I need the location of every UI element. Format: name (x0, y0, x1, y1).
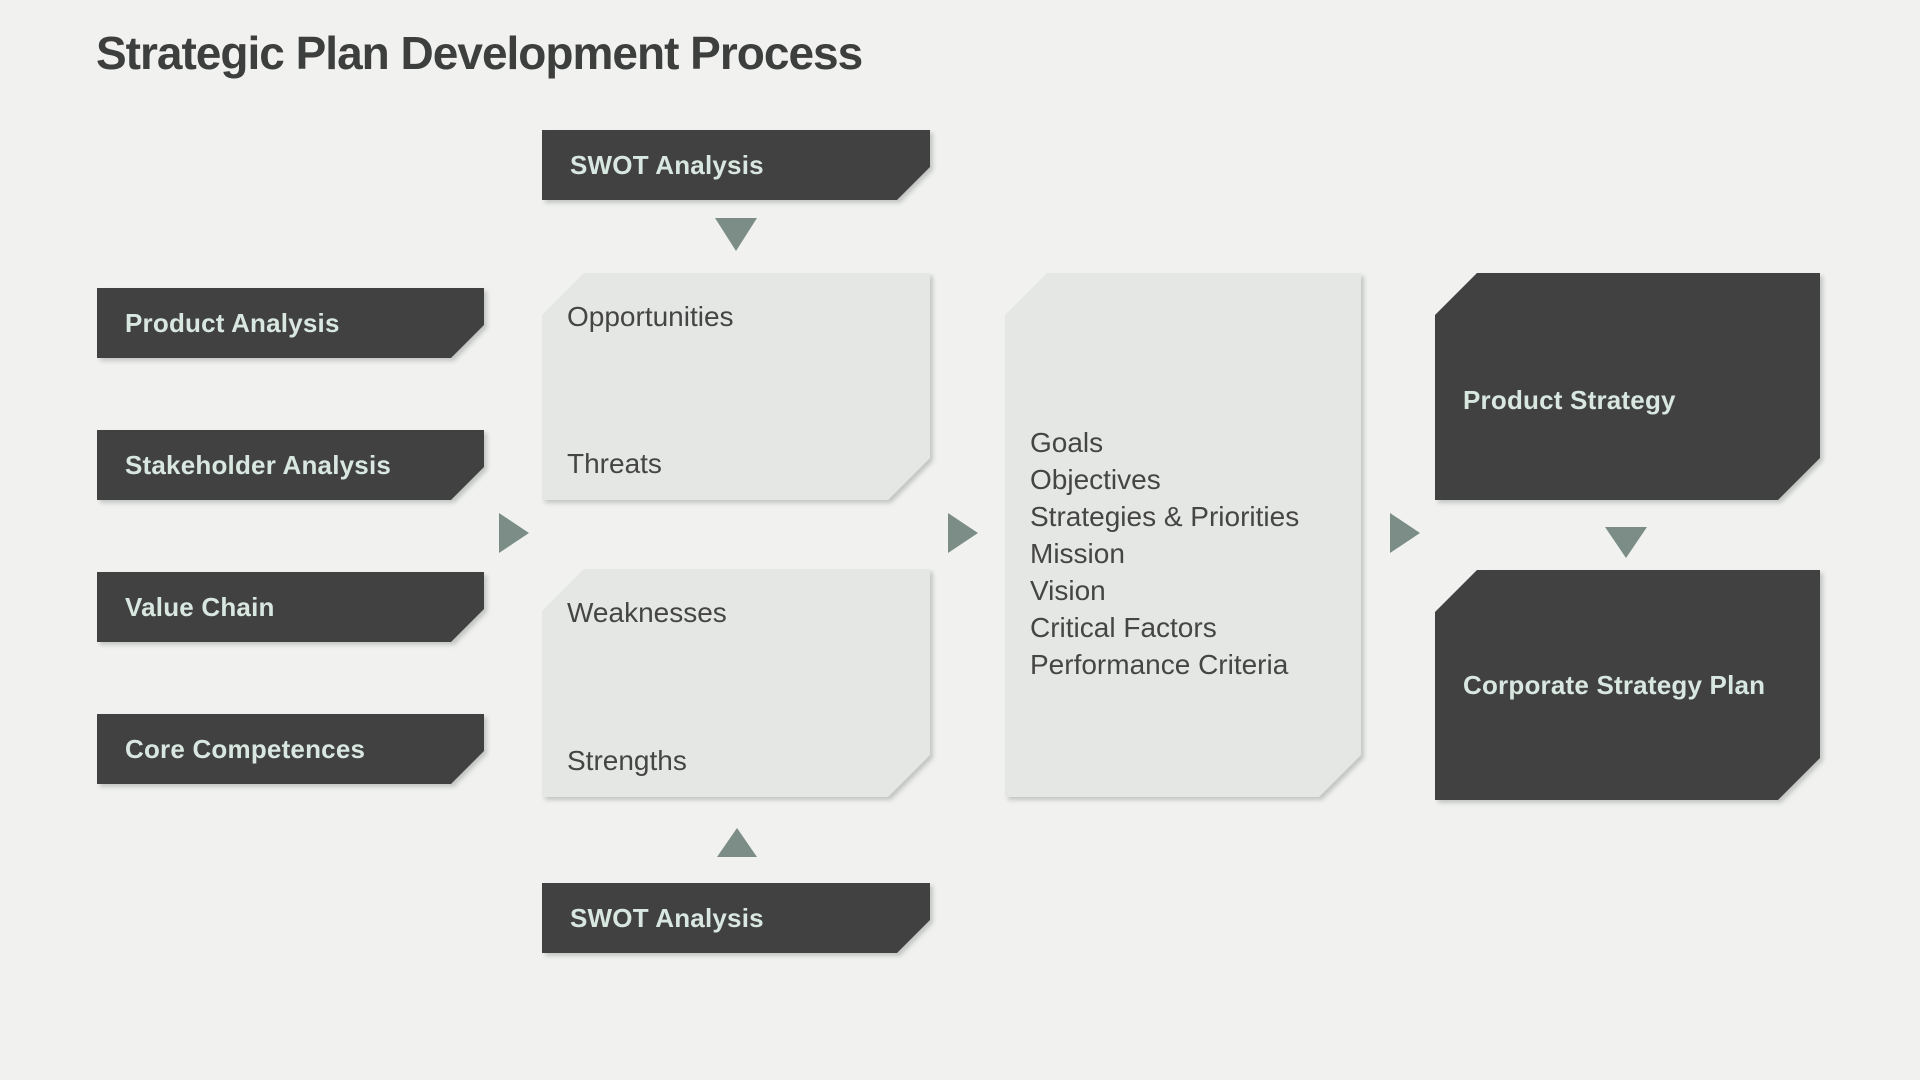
arrow-right-icon (499, 513, 529, 553)
box-label: Value Chain (125, 591, 275, 622)
box-label: Corporate Strategy Plan (1463, 669, 1766, 700)
arrow-down-icon (1605, 527, 1647, 558)
arrow-down-icon (715, 218, 757, 251)
arrow-right-icon (948, 513, 978, 553)
box-corporate-strategy-plan: Corporate Strategy Plan (1435, 570, 1820, 800)
strategy-element: Goals (1030, 426, 1104, 458)
strategy-element: Objectives (1030, 463, 1161, 495)
box-value-chain: Value Chain (97, 572, 484, 642)
swot-analysis-bottom-label: SWOT Analysis (570, 902, 764, 933)
arrow-up-icon (717, 828, 757, 857)
strategy-element: Vision (1030, 574, 1106, 606)
swot-analysis-bottom-banner: SWOT Analysis (542, 883, 930, 953)
box-strategy-elements: Goals Objectives Strategies & Priorities… (1005, 273, 1361, 797)
box-internal-factors: Weaknesses Strengths (542, 569, 930, 797)
strategy-element: Critical Factors (1030, 611, 1217, 643)
box-core-competences: Core Competences (97, 714, 484, 784)
swot-analysis-top-banner: SWOT Analysis (542, 130, 930, 200)
weaknesses-label: Weaknesses (567, 597, 727, 628)
box-stakeholder-analysis: Stakeholder Analysis (97, 430, 484, 500)
strategy-element: Mission (1030, 537, 1125, 569)
strategy-element: Strategies & Priorities (1030, 500, 1300, 532)
arrow-right-icon (1390, 513, 1420, 553)
box-label: Core Competences (125, 733, 366, 764)
box-label: Product Analysis (125, 307, 340, 338)
box-product-analysis: Product Analysis (97, 288, 484, 358)
box-external-factors: Opportunities Threats (542, 273, 930, 500)
box-label: Stakeholder Analysis (125, 449, 392, 480)
strengths-label: Strengths (567, 745, 687, 776)
strategy-element: Performance Criteria (1030, 648, 1289, 680)
box-label: Product Strategy (1463, 385, 1676, 415)
box-product-strategy: Product Strategy (1435, 273, 1820, 500)
threats-label: Threats (567, 448, 662, 479)
opportunities-label: Opportunities (567, 301, 734, 332)
swot-analysis-top-label: SWOT Analysis (570, 149, 764, 180)
page-title: Strategic Plan Development Process (96, 27, 863, 79)
